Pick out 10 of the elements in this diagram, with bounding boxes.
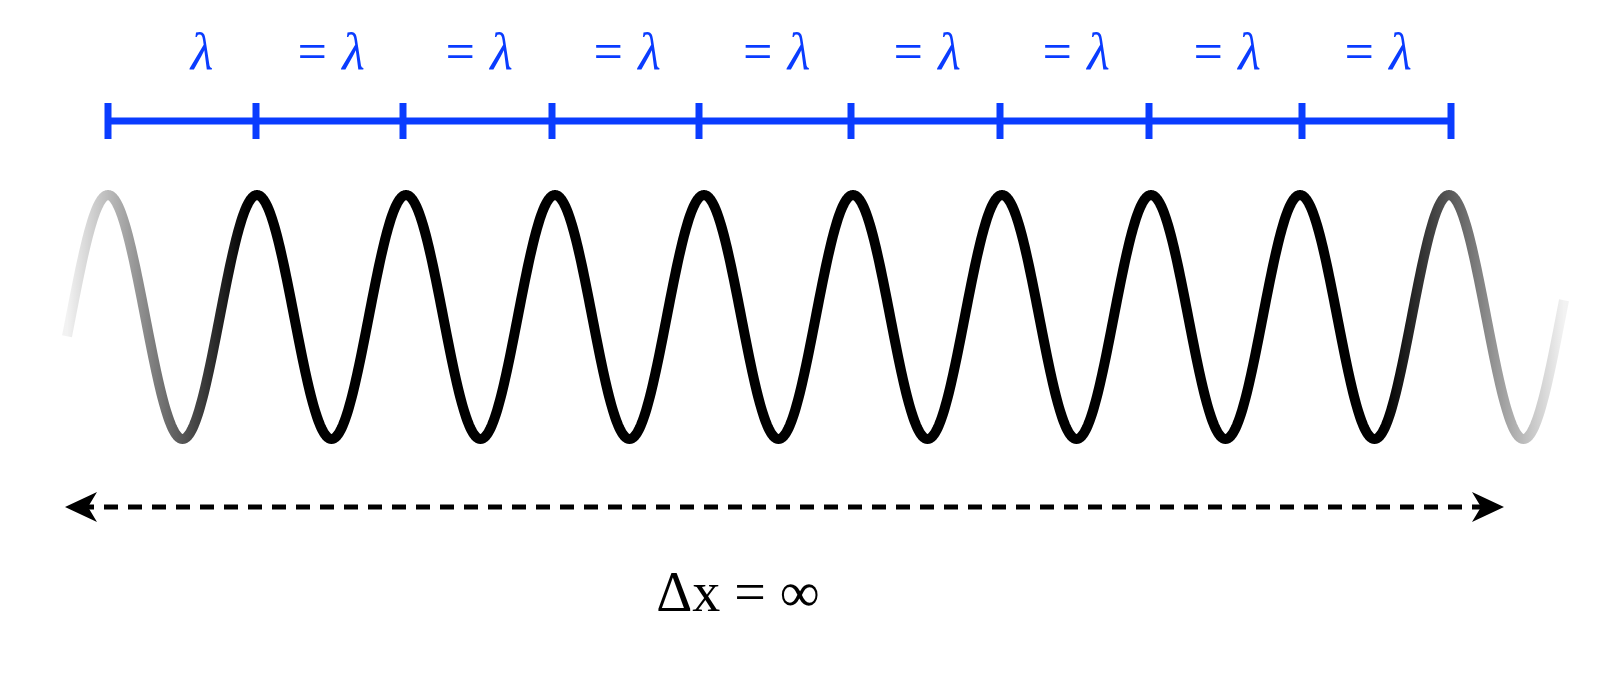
equals-wavelength-label: = λ bbox=[1190, 22, 1261, 82]
wavelength-label: λ bbox=[190, 22, 214, 82]
equals-wavelength-label: = λ bbox=[442, 22, 513, 82]
equals-wavelength-label: = λ bbox=[294, 22, 365, 82]
uncertainty-label: Δx = ∞ bbox=[656, 560, 820, 624]
equals-wavelength-label: = λ bbox=[739, 22, 811, 82]
equals-wavelength-label: = λ bbox=[590, 22, 661, 82]
equals-wavelength-label: = λ bbox=[890, 22, 961, 82]
equals-wavelength-label: = λ bbox=[1039, 22, 1110, 82]
equals-wavelength-label: = λ bbox=[1341, 22, 1412, 82]
